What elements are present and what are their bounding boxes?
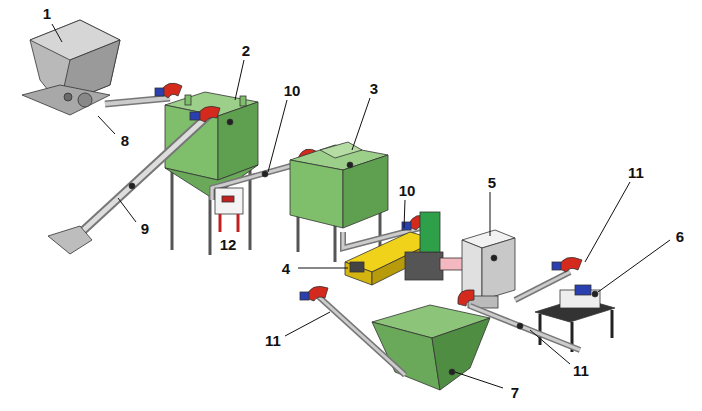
callout-number: 11 <box>571 362 591 379</box>
callout-number: 11 <box>263 332 283 349</box>
callout-number: 11 <box>626 164 646 181</box>
callout-number: 1 <box>41 5 53 22</box>
callout-number: 7 <box>509 384 521 401</box>
callout-number: 10 <box>397 182 418 199</box>
callout-number: 8 <box>119 132 131 149</box>
callout-number: 6 <box>674 228 686 245</box>
callout-number: 9 <box>139 220 151 237</box>
callout-number: 3 <box>368 80 380 97</box>
callout-number: 2 <box>240 42 252 59</box>
callout-number: 12 <box>218 236 239 253</box>
callout-number: 10 <box>282 82 303 99</box>
callout-number: 5 <box>486 174 498 191</box>
callout-number: 4 <box>280 260 292 277</box>
